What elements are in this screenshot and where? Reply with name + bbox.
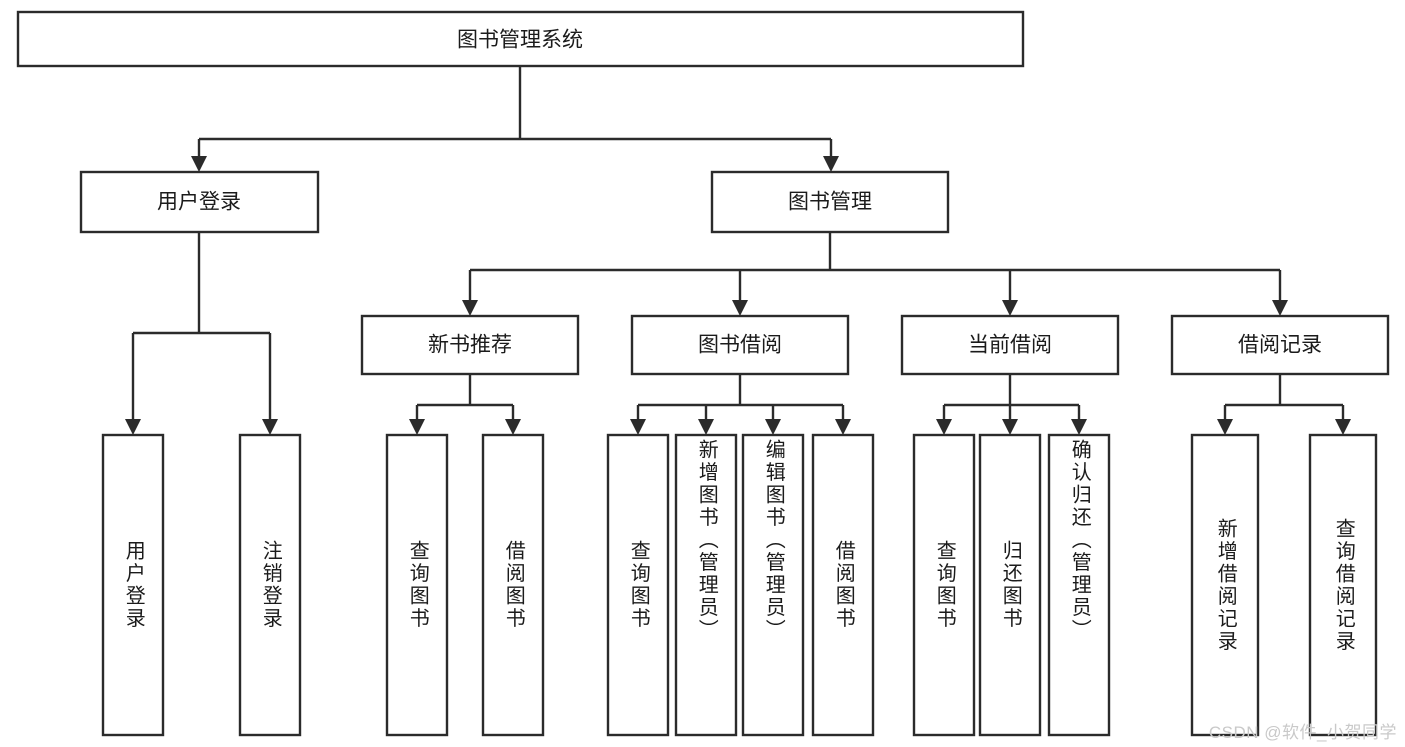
connector-group-bookborrow (630, 374, 851, 435)
connector-group-bookmgmt (462, 232, 1288, 316)
arrow-head-icon (1335, 419, 1351, 435)
node-root-label: 图书管理系统 (457, 29, 583, 52)
arrow-head-icon (732, 300, 748, 316)
node-borrow-record-box[interactable] (1170, 314, 1390, 376)
watermark: CSDN @软件_小贺同学 (1208, 723, 1397, 742)
arrow-head-icon (125, 419, 141, 435)
node-book-borrow-box[interactable] (630, 314, 850, 376)
node-current-borrow-label: 当前借阅 (968, 334, 1052, 357)
arrow-head-icon (191, 156, 207, 172)
node-borrow-record-label: 借阅记录 (1238, 334, 1322, 357)
node-book-borrow[interactable]: 图书借阅 (630, 314, 850, 376)
arrow-head-icon (698, 419, 714, 435)
connector-group-currentborrow (936, 374, 1087, 435)
connector-group-borrowrecord (1217, 374, 1351, 435)
node-root-box[interactable] (16, 10, 1025, 68)
arrow-head-icon (835, 419, 851, 435)
connector-group-newbook (409, 374, 521, 435)
arrow-head-icon (823, 156, 839, 172)
node-user-login-box[interactable] (79, 170, 320, 234)
node-borrow-record[interactable]: 借阅记录 (1170, 314, 1390, 376)
arrow-head-icon (462, 300, 478, 316)
node-root[interactable]: 图书管理系统 (16, 10, 1025, 68)
leaf-box-book-borrow-4[interactable] (811, 433, 875, 737)
arrow-head-icon (630, 419, 646, 435)
node-current-borrow[interactable]: 当前借阅 (900, 314, 1120, 376)
leaf-box-new-book-2[interactable] (481, 433, 545, 737)
node-book-management-box[interactable] (710, 170, 950, 234)
leaf-box-current-borrow-3[interactable] (1047, 433, 1111, 737)
arrow-head-icon (1002, 300, 1018, 316)
arrow-head-icon (1217, 419, 1233, 435)
leaf-box-book-borrow-3[interactable] (741, 433, 805, 737)
leaf-box-user-login-1[interactable] (101, 433, 165, 737)
leaf-box-borrow-record-1[interactable] (1190, 433, 1260, 737)
leaf-box-current-borrow-2[interactable] (978, 433, 1042, 737)
arrow-head-icon (765, 419, 781, 435)
node-book-management-label: 图书管理 (788, 191, 872, 214)
arrow-head-icon (1272, 300, 1288, 316)
node-book-borrow-label: 图书借阅 (698, 334, 782, 357)
leaf-box-user-login-2[interactable] (238, 433, 302, 737)
connector-group-root (191, 66, 839, 172)
arrow-head-icon (936, 419, 952, 435)
node-current-borrow-box[interactable] (900, 314, 1120, 376)
node-book-management[interactable]: 图书管理 (710, 170, 950, 234)
node-user-login-label: 用户登录 (157, 191, 241, 214)
node-new-book-recommend-box[interactable] (360, 314, 580, 376)
leaf-box-book-borrow-1[interactable] (606, 433, 670, 737)
leaf-box-current-borrow-1[interactable] (912, 433, 976, 737)
node-new-book-recommend[interactable]: 新书推荐 (360, 314, 580, 376)
arrow-head-icon (262, 419, 278, 435)
node-user-login[interactable]: 用户登录 (79, 170, 320, 234)
arrow-head-icon (409, 419, 425, 435)
arrow-head-icon (1071, 419, 1087, 435)
node-new-book-recommend-label: 新书推荐 (428, 334, 512, 357)
leaf-box-borrow-record-2[interactable] (1308, 433, 1378, 737)
leaf-box-new-book-1[interactable] (385, 433, 449, 737)
arrow-head-icon (1002, 419, 1018, 435)
leaf-box-book-borrow-2[interactable] (674, 433, 738, 737)
arrow-head-icon (505, 419, 521, 435)
connector-group-userlogin (125, 232, 278, 435)
